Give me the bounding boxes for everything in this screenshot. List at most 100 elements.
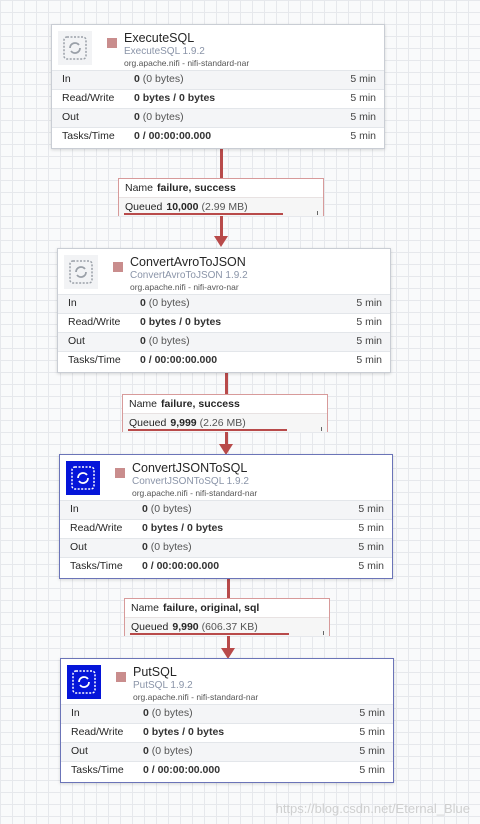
stat-window: 5 min <box>356 335 382 347</box>
stat-value: 0 bytes / 0 bytes <box>142 522 224 534</box>
stat-row-read-write: Read/Write 0 bytes / 0 bytes 5 min <box>61 723 393 742</box>
stopped-status-icon <box>116 672 126 682</box>
processor-name: PutSQL <box>133 665 177 679</box>
stat-window: 5 min <box>359 707 385 719</box>
stat-value: 0 bytes / 0 bytes <box>143 726 225 738</box>
connection-name: failure, success <box>157 182 236 194</box>
stat-row-out: Out 0 (0 bytes) 5 min <box>60 538 392 557</box>
stat-value: 0 <box>142 503 148 515</box>
processor-type: ConvertJSONToSQL 1.9.2 <box>132 476 249 487</box>
stat-window: 5 min <box>350 92 376 104</box>
stat-window: 5 min <box>358 522 384 534</box>
stat-window: 5 min <box>358 541 384 553</box>
processor-name: ExecuteSQL <box>124 31 195 45</box>
connection-name-label: Name <box>125 182 154 194</box>
stat-label: Read/Write <box>70 522 123 534</box>
processor-convertjsontosql[interactable]: ConvertJSONToSQL ConvertJSONToSQL 1.9.2 … <box>59 454 393 579</box>
processor-icon <box>58 31 92 65</box>
stat-value: 0 <box>142 541 148 553</box>
stat-label: Tasks/Time <box>70 560 123 572</box>
stat-row-read-write: Read/Write 0 bytes / 0 bytes 5 min <box>60 519 392 538</box>
watermark-text: https://blog.csdn.net/Eternal_Blue <box>275 801 470 816</box>
stat-label: Out <box>70 541 87 553</box>
stat-label: Tasks/Time <box>62 130 115 142</box>
connection-queued-count: 9,999 <box>170 417 197 429</box>
processor-icon <box>64 255 98 289</box>
stopped-status-icon <box>113 262 123 272</box>
stat-row-read-write: Read/Write 0 bytes / 0 bytes 5 min <box>52 89 384 108</box>
stat-window: 5 min <box>350 130 376 142</box>
queue-progress-bar <box>130 631 324 635</box>
stat-label: Read/Write <box>68 316 121 328</box>
connection-arrow <box>221 648 235 659</box>
queue-progress-fill <box>128 429 288 431</box>
connection-queued-label: Queued <box>129 417 167 429</box>
queue-threshold-tick <box>323 631 324 635</box>
stat-window: 5 min <box>358 503 384 515</box>
stat-value: 0 / 00:00:00.000 <box>142 560 220 572</box>
stat-value: 0 <box>143 707 149 719</box>
queue-progress-fill <box>124 213 284 215</box>
connection-queued-size: (606.37 KB) <box>201 621 258 633</box>
stat-label: In <box>62 73 71 85</box>
stat-window: 5 min <box>356 316 382 328</box>
processor-bundle: org.apache.nifi - nifi-standard-nar <box>124 58 250 68</box>
connection-name-label: Name <box>131 602 160 614</box>
stat-window: 5 min <box>359 764 385 776</box>
stat-label: Tasks/Time <box>71 764 124 776</box>
processor-icon <box>67 665 101 699</box>
stat-extra: (0 bytes) <box>148 297 190 309</box>
stat-row-in: In 0 (0 bytes) 5 min <box>60 500 392 519</box>
processor-executesql[interactable]: ExecuteSQL ExecuteSQL 1.9.2 org.apache.n… <box>51 24 385 149</box>
connection-queued-count: 10,000 <box>166 201 199 213</box>
stopped-status-icon <box>107 38 117 48</box>
stat-value: 0 bytes / 0 bytes <box>134 92 216 104</box>
queue-threshold-tick <box>317 211 318 215</box>
stat-value: 0 <box>140 335 146 347</box>
stat-window: 5 min <box>356 297 382 309</box>
stat-value: 0 <box>134 73 140 85</box>
queue-threshold-tick <box>321 427 322 431</box>
stat-window: 5 min <box>359 726 385 738</box>
stat-label: Read/Write <box>62 92 115 104</box>
stat-value: 0 <box>143 745 149 757</box>
stat-extra: (0 bytes) <box>150 503 192 515</box>
connection-queued-size: (2.99 MB) <box>201 201 248 213</box>
stat-value: 0 <box>140 297 146 309</box>
stat-extra: (0 bytes) <box>150 541 192 553</box>
stat-value: 0 / 00:00:00.000 <box>140 354 218 366</box>
processor-bundle: org.apache.nifi - nifi-standard-nar <box>132 488 258 498</box>
stat-label: Out <box>68 335 85 347</box>
processor-name: ConvertJSONToSQL <box>132 461 248 475</box>
processor-bundle: org.apache.nifi - nifi-avro-nar <box>130 282 239 292</box>
stat-extra: (0 bytes) <box>151 745 193 757</box>
connection-arrow <box>219 444 233 455</box>
processor-icon <box>66 461 100 495</box>
stat-row-in: In 0 (0 bytes) 5 min <box>58 294 390 313</box>
stat-label: In <box>68 297 77 309</box>
connection-queued-label: Queued <box>131 621 169 633</box>
connection-name-label: Name <box>129 398 158 410</box>
connection-name: failure, original, sql <box>163 602 260 614</box>
queue-progress-fill <box>130 633 290 635</box>
stat-label: In <box>70 503 79 515</box>
stat-value: 0 / 00:00:00.000 <box>134 130 212 142</box>
stat-window: 5 min <box>356 354 382 366</box>
connection-queued-count: 9,990 <box>172 621 199 633</box>
processor-putsql[interactable]: PutSQL PutSQL 1.9.2 org.apache.nifi - ni… <box>60 658 394 783</box>
stat-label: Read/Write <box>71 726 124 738</box>
stat-extra: (0 bytes) <box>142 73 184 85</box>
stat-label: Out <box>62 111 79 123</box>
stat-label: In <box>71 707 80 719</box>
processor-type: ConvertAvroToJSON 1.9.2 <box>130 270 248 281</box>
processor-bundle: org.apache.nifi - nifi-standard-nar <box>133 692 259 702</box>
processor-convertavrotojson[interactable]: ConvertAvroToJSON ConvertAvroToJSON 1.9.… <box>57 248 391 373</box>
